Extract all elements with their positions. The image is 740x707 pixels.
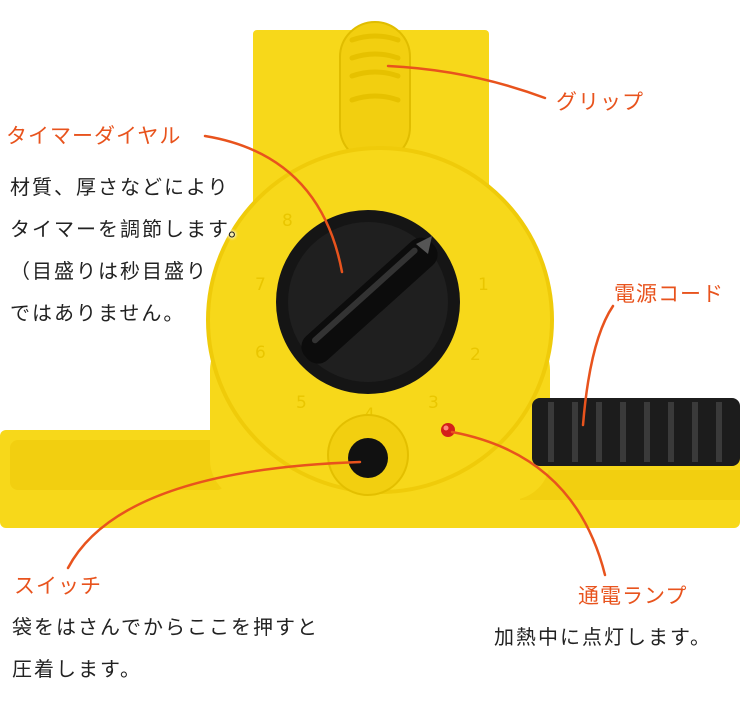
grip-slot (339, 21, 411, 163)
power-cord-icon (532, 398, 740, 466)
housing-lower (210, 330, 550, 500)
dial-number: 1 (478, 275, 489, 295)
callout-line-timer (203, 134, 344, 274)
dial-number: 8 (282, 211, 293, 231)
base-bar-inner (10, 440, 225, 490)
callout-line-lamp (450, 430, 607, 577)
grip-label: グリップ (556, 90, 644, 114)
description-line: 圧着します。 (12, 657, 142, 681)
lamp-label: 通電ランプ (578, 584, 688, 608)
dial-number: 5 (296, 393, 307, 413)
dial-number: 2 (470, 345, 481, 365)
description-line: （目盛りは秒目盛り (10, 259, 208, 283)
dial-number: 3 (428, 393, 439, 413)
callout-line-cord (581, 304, 615, 427)
description-line: 加熱中に点灯します。 (494, 625, 712, 649)
timer-dial-label: タイマーダイヤル (6, 124, 182, 148)
callout-line-grip (386, 64, 547, 100)
description-line: 材質、厚さなどにより (10, 175, 230, 199)
description-line: 袋をはさんでからここを押すと (12, 615, 319, 639)
switch-description: 袋をはさんでからここを押すと 圧着します。 (12, 606, 319, 690)
timer-dial-description: 材質、厚さなどにより タイマーを調節します。 （目盛りは秒目盛り ではありません… (10, 166, 250, 334)
description-line: ではありません。 (10, 301, 186, 325)
callout-lines (66, 64, 615, 577)
description-line: タイマーを調節します。 (10, 217, 250, 241)
dial-number: 7 (255, 275, 266, 295)
press-switch-icon (348, 438, 388, 478)
indicator-lamp-icon (441, 423, 455, 437)
dial-knob (301, 237, 438, 364)
callout-line-switch (66, 460, 362, 570)
power-cord-label: 電源コード (614, 282, 724, 306)
switch-label: スイッチ (14, 574, 102, 598)
base-bar-inner-right (520, 470, 740, 500)
grip-ridges (349, 33, 401, 103)
dial-number: 6 (255, 343, 266, 363)
lamp-description: 加熱中に点灯します。 (494, 616, 712, 658)
